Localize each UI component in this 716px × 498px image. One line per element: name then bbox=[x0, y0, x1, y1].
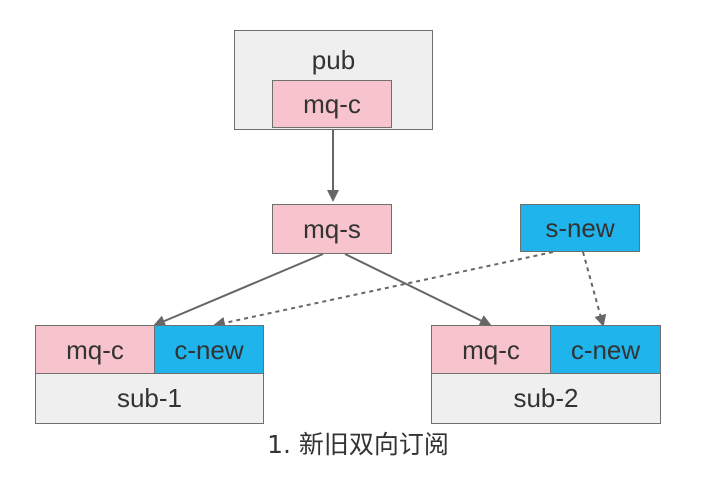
sub-2-mq-c-node: mq-c bbox=[431, 325, 551, 374]
sub-2-c-new-node: c-new bbox=[550, 325, 661, 374]
sub-1-mq-c-label: mq-c bbox=[66, 334, 124, 365]
pub-mq-c-node: mq-c bbox=[272, 80, 392, 128]
mq-s-node: mq-s bbox=[272, 204, 392, 254]
edge-mq-s-to-sub2 bbox=[344, 253, 492, 326]
edge-s-new-to-sub2 bbox=[582, 251, 607, 327]
pub-mq-c-label: mq-c bbox=[303, 89, 361, 119]
sub-1-c-new-label: c-new bbox=[174, 334, 244, 365]
diagram-caption: 1. 新旧双向订阅 bbox=[267, 430, 449, 459]
s-new-label: s-new bbox=[545, 213, 615, 243]
sub-1-c-new-node: c-new bbox=[154, 325, 264, 374]
pub-label: pub bbox=[311, 45, 356, 75]
s-new-node: s-new bbox=[520, 204, 640, 252]
sub-1-label: sub-1 bbox=[116, 383, 183, 413]
edge-s-new-to-sub1 bbox=[213, 251, 554, 329]
sub-1-mq-c-node: mq-c bbox=[35, 325, 155, 374]
edge-mq-s-to-sub1 bbox=[153, 253, 324, 327]
sub-2-label: sub-2 bbox=[513, 383, 579, 413]
sub-2-mq-c-label: mq-c bbox=[462, 334, 520, 365]
mq-s-label: mq-s bbox=[303, 214, 361, 244]
sub-2-c-new-label: c-new bbox=[570, 334, 641, 365]
